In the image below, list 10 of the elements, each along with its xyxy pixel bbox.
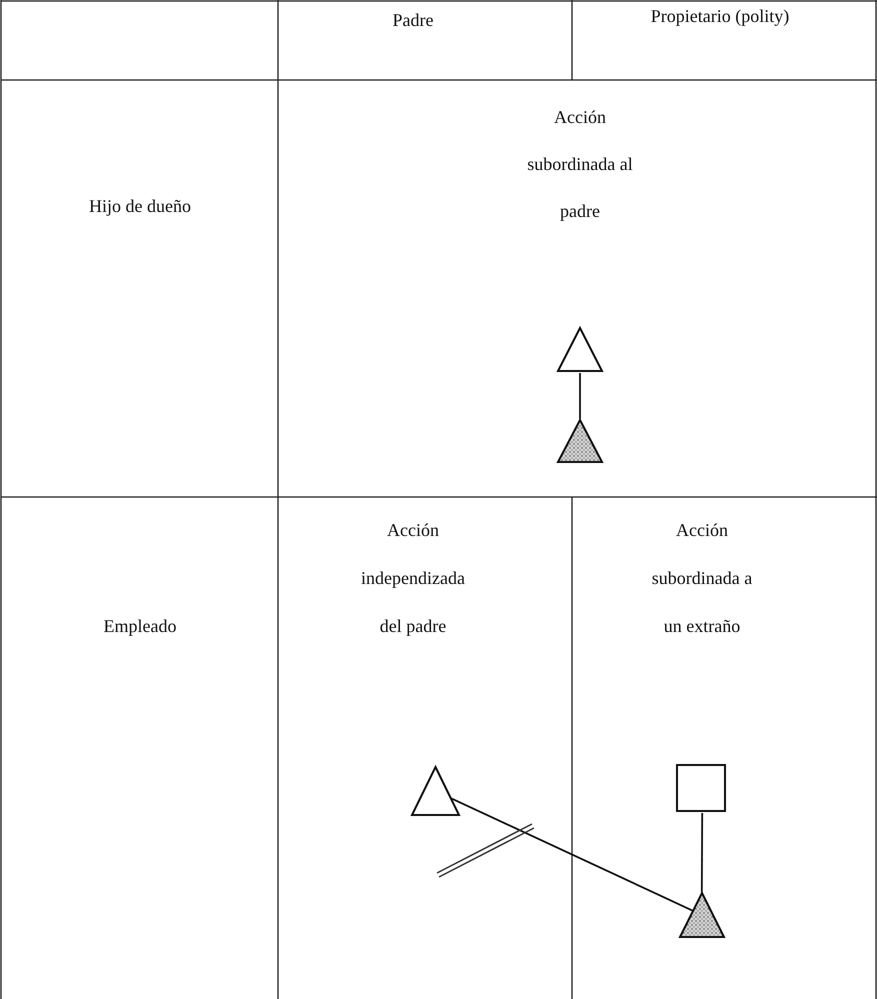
cell-text: Acción subordinada al padre: [526, 106, 634, 223]
connector-line: [700, 813, 704, 892]
column-header: Propietario (polity): [650, 5, 790, 28]
row-header: Hijo de dueño: [88, 195, 192, 218]
cell-text: Acción subordinada a un extraño: [650, 519, 754, 638]
row-header: Empleado: [102, 615, 178, 638]
connector-line: [579, 373, 581, 419]
connector-line: [451, 798, 694, 912]
column-header: Padre: [392, 9, 434, 32]
cell-text: Acción independizada del padre: [360, 519, 466, 638]
